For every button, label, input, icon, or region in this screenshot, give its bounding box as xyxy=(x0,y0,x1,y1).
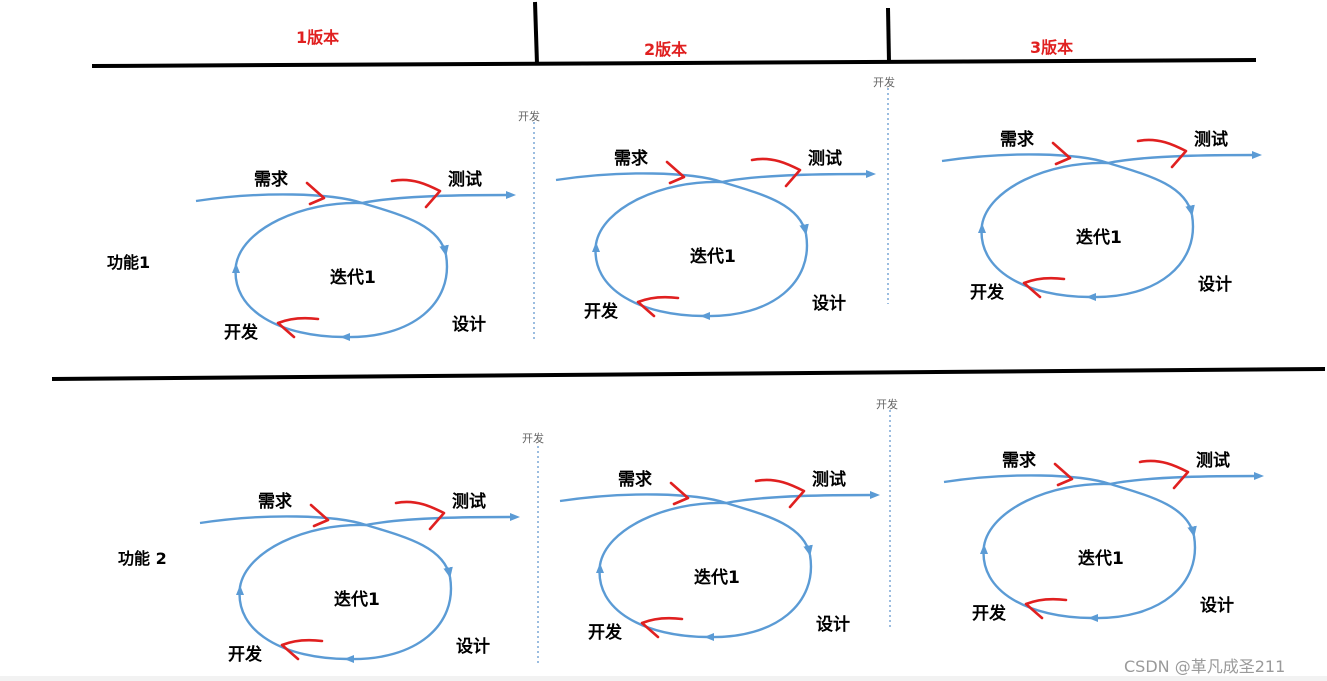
iteration-label-2: 迭代1 xyxy=(690,247,736,267)
iteration-loop-3 xyxy=(941,138,1262,301)
stage-label-test-3: 测试 xyxy=(1194,130,1228,150)
loop-arrowhead xyxy=(980,544,988,554)
loop-entry-path xyxy=(559,493,813,557)
iteration-label-1: 迭代1 xyxy=(330,268,376,288)
stage-label-develop-3: 开发 xyxy=(970,283,1004,303)
red-chevron-marker xyxy=(1138,459,1190,490)
stage-label-design-5: 设计 xyxy=(816,615,850,635)
loop-entry-path xyxy=(199,515,453,579)
iteration-label-3: 迭代1 xyxy=(1076,228,1122,248)
red-chevron-marker xyxy=(1024,597,1068,620)
stage-label-test-1: 测试 xyxy=(448,170,482,190)
stage-label-test-2: 测试 xyxy=(808,149,842,169)
red-chevron-marker xyxy=(394,500,446,531)
row-separator xyxy=(51,367,1326,381)
stage-label-develop-2: 开发 xyxy=(584,302,618,322)
loop-arrowhead xyxy=(1254,472,1264,480)
iteration-label-4: 迭代1 xyxy=(334,590,380,610)
loop-arrowhead xyxy=(704,633,714,641)
iteration-loop-2 xyxy=(555,157,876,320)
red-chevron-marker xyxy=(390,178,442,209)
loop-entry-path xyxy=(943,474,1197,538)
red-chevron-marker xyxy=(636,295,680,318)
divider-label-r2c2: 开发 xyxy=(876,398,898,411)
loop-entry-path xyxy=(195,193,449,257)
iteration-loop-5 xyxy=(559,478,880,641)
loop-arrowhead xyxy=(700,312,710,320)
stage-label-test-5: 测试 xyxy=(812,470,846,490)
header-baseline xyxy=(91,58,1257,68)
red-chevron-marker xyxy=(1136,138,1188,169)
iteration-loop-4 xyxy=(199,500,520,663)
stage-label-test-6: 测试 xyxy=(1196,451,1230,471)
red-chevron-marker xyxy=(754,478,806,509)
stage-label-requirement-4: 需求 xyxy=(258,492,292,512)
loop-arrowhead xyxy=(510,513,520,521)
divider-label-r1c1: 开发 xyxy=(518,110,540,123)
version-header-2: 2版本 xyxy=(644,40,688,59)
loop-arrowhead xyxy=(866,170,876,178)
iteration-label-5: 迭代1 xyxy=(694,568,740,588)
loop-arrowhead xyxy=(1086,293,1096,301)
stage-label-design-4: 设计 xyxy=(456,637,490,657)
header-divider-1 xyxy=(533,1,539,65)
stage-label-develop-5: 开发 xyxy=(588,623,622,643)
stage-label-requirement-1: 需求 xyxy=(254,170,288,190)
red-chevron-marker xyxy=(309,503,330,528)
loop-entry-path xyxy=(555,172,809,236)
red-chevron-marker xyxy=(1051,141,1072,166)
stage-label-requirement-6: 需求 xyxy=(1002,451,1036,471)
page-bottom-band xyxy=(0,676,1327,681)
red-chevron-marker xyxy=(276,316,320,339)
stage-label-requirement-2: 需求 xyxy=(614,149,648,169)
loop-arrowhead xyxy=(1088,614,1098,622)
red-chevron-marker xyxy=(1053,462,1074,487)
divider-label-r1c2: 开发 xyxy=(873,76,895,89)
version-header-1: 1版本 xyxy=(296,28,340,47)
stage-label-requirement-3: 需求 xyxy=(1000,130,1034,150)
red-chevron-marker xyxy=(669,481,690,506)
stage-label-develop-1: 开发 xyxy=(224,323,258,343)
red-chevron-marker xyxy=(665,160,686,185)
red-chevron-marker xyxy=(305,181,326,206)
iteration-loop-6 xyxy=(943,459,1264,622)
loop-arrowhead xyxy=(344,655,354,663)
loop-arrowhead xyxy=(978,223,986,233)
loop-arrowhead xyxy=(596,563,604,573)
divider-label-r2c1: 开发 xyxy=(522,432,544,445)
loop-arrowhead xyxy=(870,491,880,499)
red-chevron-marker xyxy=(640,616,684,639)
header-divider-2 xyxy=(886,7,891,63)
stage-label-develop-4: 开发 xyxy=(228,645,262,665)
loop-arrowhead xyxy=(592,242,600,252)
loop-arrowhead xyxy=(232,263,240,273)
iteration-loop-1 xyxy=(195,178,516,341)
stage-label-requirement-5: 需求 xyxy=(618,470,652,490)
loop-entry-path xyxy=(941,153,1195,217)
loop-arrowhead xyxy=(506,191,516,199)
stage-label-develop-6: 开发 xyxy=(972,604,1006,624)
version-header-3: 3版本 xyxy=(1030,38,1074,57)
stage-label-design-6: 设计 xyxy=(1200,596,1234,616)
stage-label-design-1: 设计 xyxy=(452,315,486,335)
stage-label-design-3: 设计 xyxy=(1198,275,1232,295)
stage-label-test-4: 测试 xyxy=(452,492,486,512)
loop-arrowhead xyxy=(340,333,350,341)
feature-label-1: 功能1 xyxy=(107,253,151,272)
loop-arrowhead xyxy=(1252,151,1262,159)
feature-label-2: 功能 2 xyxy=(118,549,167,568)
red-chevron-marker xyxy=(1022,276,1066,299)
red-chevron-marker xyxy=(280,638,324,661)
stage-label-design-2: 设计 xyxy=(812,294,846,314)
watermark: CSDN @革凡成圣211 xyxy=(1124,657,1286,676)
iteration-label-6: 迭代1 xyxy=(1078,549,1124,569)
loop-arrowhead xyxy=(236,585,244,595)
red-chevron-marker xyxy=(750,157,802,188)
